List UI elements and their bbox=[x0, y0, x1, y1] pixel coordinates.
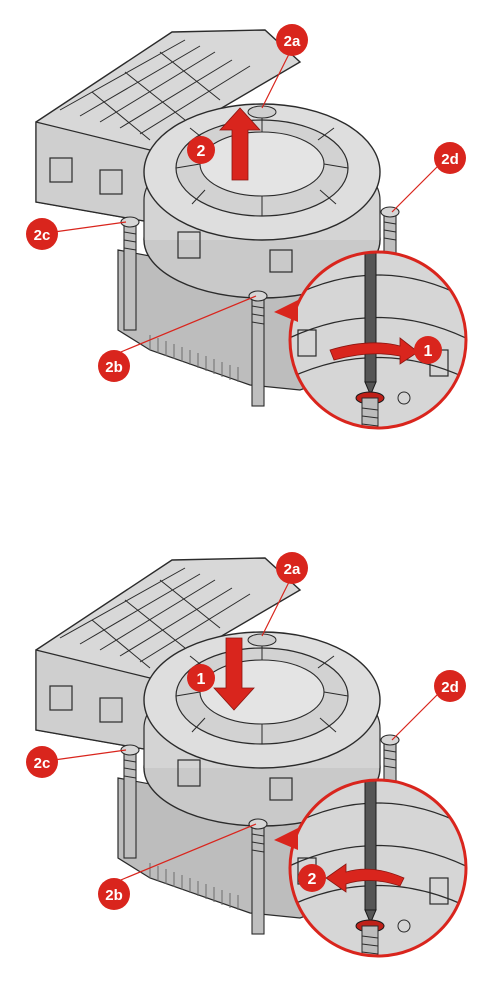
svg-text:2a: 2a bbox=[284, 561, 301, 578]
step-badge-detail: 2 bbox=[298, 864, 326, 892]
callout-2d: 2d bbox=[434, 142, 466, 174]
svg-text:2: 2 bbox=[308, 871, 317, 888]
svg-text:1: 1 bbox=[197, 671, 206, 688]
svg-text:2d: 2d bbox=[441, 151, 459, 168]
callout-2b: 2b bbox=[98, 878, 130, 910]
svg-text:2a: 2a bbox=[284, 33, 301, 50]
callout-2a: 2a bbox=[276, 552, 308, 584]
panel-1-remove: 2a 2b 2c 2d 2 1 bbox=[26, 24, 480, 440]
svg-text:2c: 2c bbox=[34, 227, 51, 244]
callout-2a: 2a bbox=[276, 24, 308, 56]
step-badge-detail: 1 bbox=[414, 336, 442, 364]
svg-text:2b: 2b bbox=[105, 359, 123, 376]
svg-text:1: 1 bbox=[424, 343, 433, 360]
svg-text:2b: 2b bbox=[105, 887, 123, 904]
svg-text:2d: 2d bbox=[441, 679, 459, 696]
svg-text:2: 2 bbox=[197, 143, 206, 160]
step-badge-main: 2 bbox=[187, 136, 215, 164]
step-badge-main: 1 bbox=[187, 664, 215, 692]
callout-2b: 2b bbox=[98, 350, 130, 382]
callout-2c: 2c bbox=[26, 746, 58, 778]
callout-2c: 2c bbox=[26, 218, 58, 250]
callout-2d: 2d bbox=[434, 670, 466, 702]
svg-text:2c: 2c bbox=[34, 755, 51, 772]
